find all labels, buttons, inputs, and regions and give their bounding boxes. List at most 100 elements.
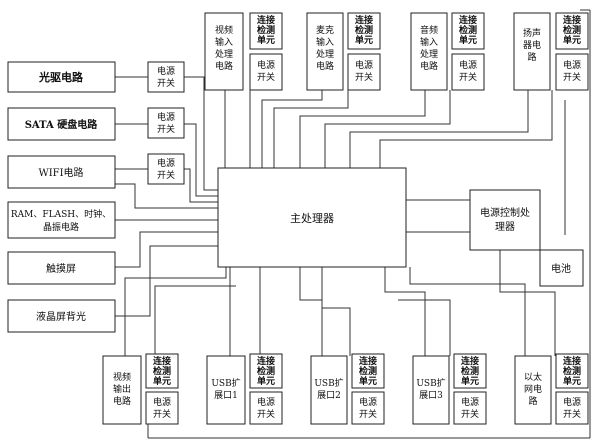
power-switch-label-line2: 开关	[157, 77, 175, 89]
power-switch-label-line1: 电源	[563, 396, 581, 408]
detect-label: 单元	[459, 34, 477, 46]
usb-port-1-box	[206, 355, 246, 425]
power-switch-label-line2: 开关	[157, 169, 175, 181]
connection-detect-box	[555, 353, 589, 389]
usb-port-2-label: USB扩	[314, 377, 343, 389]
connection-detect-box	[451, 12, 485, 50]
top-module-audio-in: 音频 输入 处理 电路 连接 检测 单元 电源 开关	[410, 12, 485, 91]
power-switch-box	[145, 391, 179, 425]
video-input-label: 输入	[215, 36, 233, 48]
power-switch-box	[351, 391, 385, 425]
video-output-box	[102, 355, 142, 425]
battery-box	[539, 249, 584, 287]
connection-detect-box	[249, 12, 283, 50]
top-module-speaker: 扬声 器电 路 连接 检测 单元 电源 开关	[513, 12, 589, 91]
wifi-box	[7, 155, 116, 189]
wifi-label: WIFI电路	[38, 166, 83, 179]
usb-port-1-label: USB扩	[211, 377, 240, 389]
power-switch-label-line2: 开关	[153, 408, 171, 420]
power-switch-label-line1: 电源	[257, 396, 275, 408]
detect-label: 连接	[257, 14, 275, 26]
power-switch-label-line2: 开关	[563, 408, 581, 420]
power-switch-box	[451, 53, 485, 91]
speaker-label: 器电	[523, 39, 541, 51]
power-switch-label-line2: 开关	[563, 71, 581, 83]
detect-label: 连接	[359, 355, 377, 367]
optical-drive-label: 光驱电路	[38, 70, 84, 84]
center-processors: 主处理器 电源控制处 理器 电池	[217, 167, 584, 287]
sata-disk-box	[7, 107, 116, 141]
video-input-box	[204, 12, 244, 91]
detect-label: 单元	[257, 375, 275, 387]
power-switch-label-line1: 电源	[157, 111, 175, 123]
ethernet-label: 网电	[524, 383, 542, 395]
connection-detect-box	[347, 12, 381, 50]
speaker-label: 扬声	[523, 27, 541, 39]
detect-label: 单元	[257, 34, 275, 46]
power-switch-label-line1: 电源	[563, 59, 581, 71]
ethernet-label: 以太	[524, 371, 542, 383]
mic-input-box	[306, 12, 344, 91]
bottom-module-ethernet: 以太 网电 路 连接 检测 单元 电源 开关	[514, 353, 589, 425]
bottom-module-usb2: USB扩 展口2 连接 检测 单元 电源 开关	[310, 353, 385, 425]
usb-port-2-label: 展口2	[317, 390, 341, 401]
usb-port-3-label: USB扩	[416, 377, 445, 389]
mic-input-label: 麦克	[316, 24, 334, 36]
audio-input-label: 电路	[420, 60, 438, 72]
connection-detect-box	[453, 353, 487, 389]
ram-flash-label-line2: 晶振电路	[43, 221, 79, 233]
detect-label: 检测	[153, 365, 171, 377]
left-power-switches: 电源 开关 电源 开关 电源 开关	[147, 61, 185, 185]
battery-label: 电池	[551, 262, 571, 275]
video-input-label: 电路	[215, 60, 233, 72]
usb-port-2-box	[310, 355, 348, 425]
ram-flash-label-line1: RAM、FLASH、时钟、	[11, 208, 111, 220]
power-switch-box	[555, 53, 589, 91]
sata-disk-label: SATA 硬盘电路	[25, 118, 99, 131]
power-switch-label-line1: 电源	[257, 59, 275, 71]
detect-label: 连接	[563, 14, 581, 26]
detect-label: 单元	[359, 375, 377, 387]
power-control-processor-box	[469, 189, 541, 251]
lcd-backlight-box	[7, 299, 116, 333]
video-input-label: 视频	[215, 24, 233, 36]
power-switch-box	[147, 153, 185, 185]
power-switch-label-line1: 电源	[157, 157, 175, 169]
speaker-label: 路	[527, 51, 536, 63]
detect-label: 连接	[459, 14, 477, 26]
power-switch-label-line2: 开关	[461, 408, 479, 420]
power-switch-label-line1: 电源	[459, 59, 477, 71]
power-switch-label-line2: 开关	[359, 408, 377, 420]
power-switch-label-line1: 电源	[355, 59, 373, 71]
detect-label: 检测	[257, 24, 275, 36]
power-switch-label-line1: 电源	[153, 396, 171, 408]
detect-label: 连接	[563, 355, 581, 367]
touchscreen-box	[7, 251, 116, 285]
touchscreen-label: 触摸屏	[46, 262, 76, 275]
optical-drive-box	[7, 61, 116, 93]
detect-label: 连接	[461, 355, 479, 367]
power-switch-label-line2: 开关	[257, 71, 275, 83]
ram-flash-box	[7, 201, 116, 239]
left-blocks: 光驱电路 SATA 硬盘电路 WIFI电路 RAM、FLASH、时钟、 晶振电路…	[7, 61, 116, 333]
power-switch-box	[147, 107, 185, 139]
power-switch-box	[453, 391, 487, 425]
mic-input-label: 输入	[316, 36, 334, 48]
power-switch-label-line1: 电源	[461, 396, 479, 408]
detect-label: 连接	[355, 14, 373, 26]
bottom-module-video-out: 视频 输出 电路 连接 检测 单元 电源 开关	[102, 353, 179, 425]
speaker-box	[513, 12, 551, 91]
ethernet-box	[514, 355, 552, 425]
power-switch-label-line1: 电源	[359, 396, 377, 408]
power-switch-label-line2: 开关	[157, 123, 175, 135]
ethernet-label: 路	[528, 395, 537, 407]
detect-label: 单元	[355, 34, 373, 46]
detect-label: 检测	[563, 24, 581, 36]
connection-detect-box	[145, 353, 179, 389]
video-output-label: 电路	[113, 395, 131, 407]
power-switch-label-line2: 开关	[355, 71, 373, 83]
audio-input-label: 处理	[420, 48, 438, 60]
detect-label: 检测	[563, 365, 581, 377]
detect-label: 检测	[355, 24, 373, 36]
